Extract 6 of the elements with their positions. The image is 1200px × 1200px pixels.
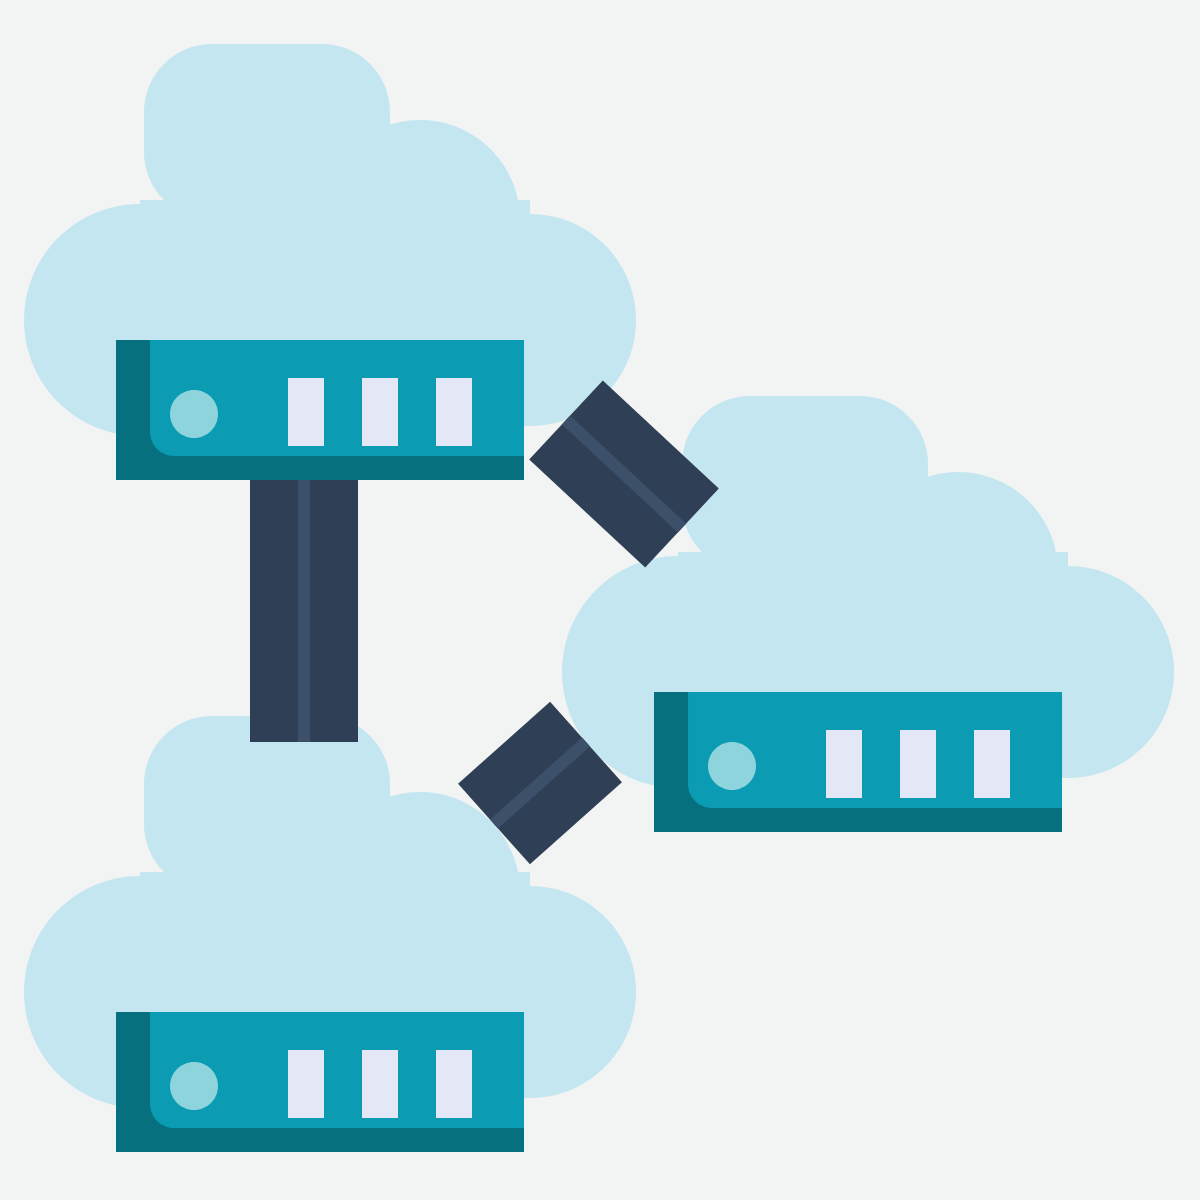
connector-line xyxy=(458,701,622,865)
cloud-server-drawing xyxy=(562,396,1174,832)
cloud-server-drawing xyxy=(24,716,636,1152)
connector-line xyxy=(529,380,719,568)
connector-line xyxy=(250,480,358,742)
cloud-server-drawing xyxy=(24,44,636,480)
